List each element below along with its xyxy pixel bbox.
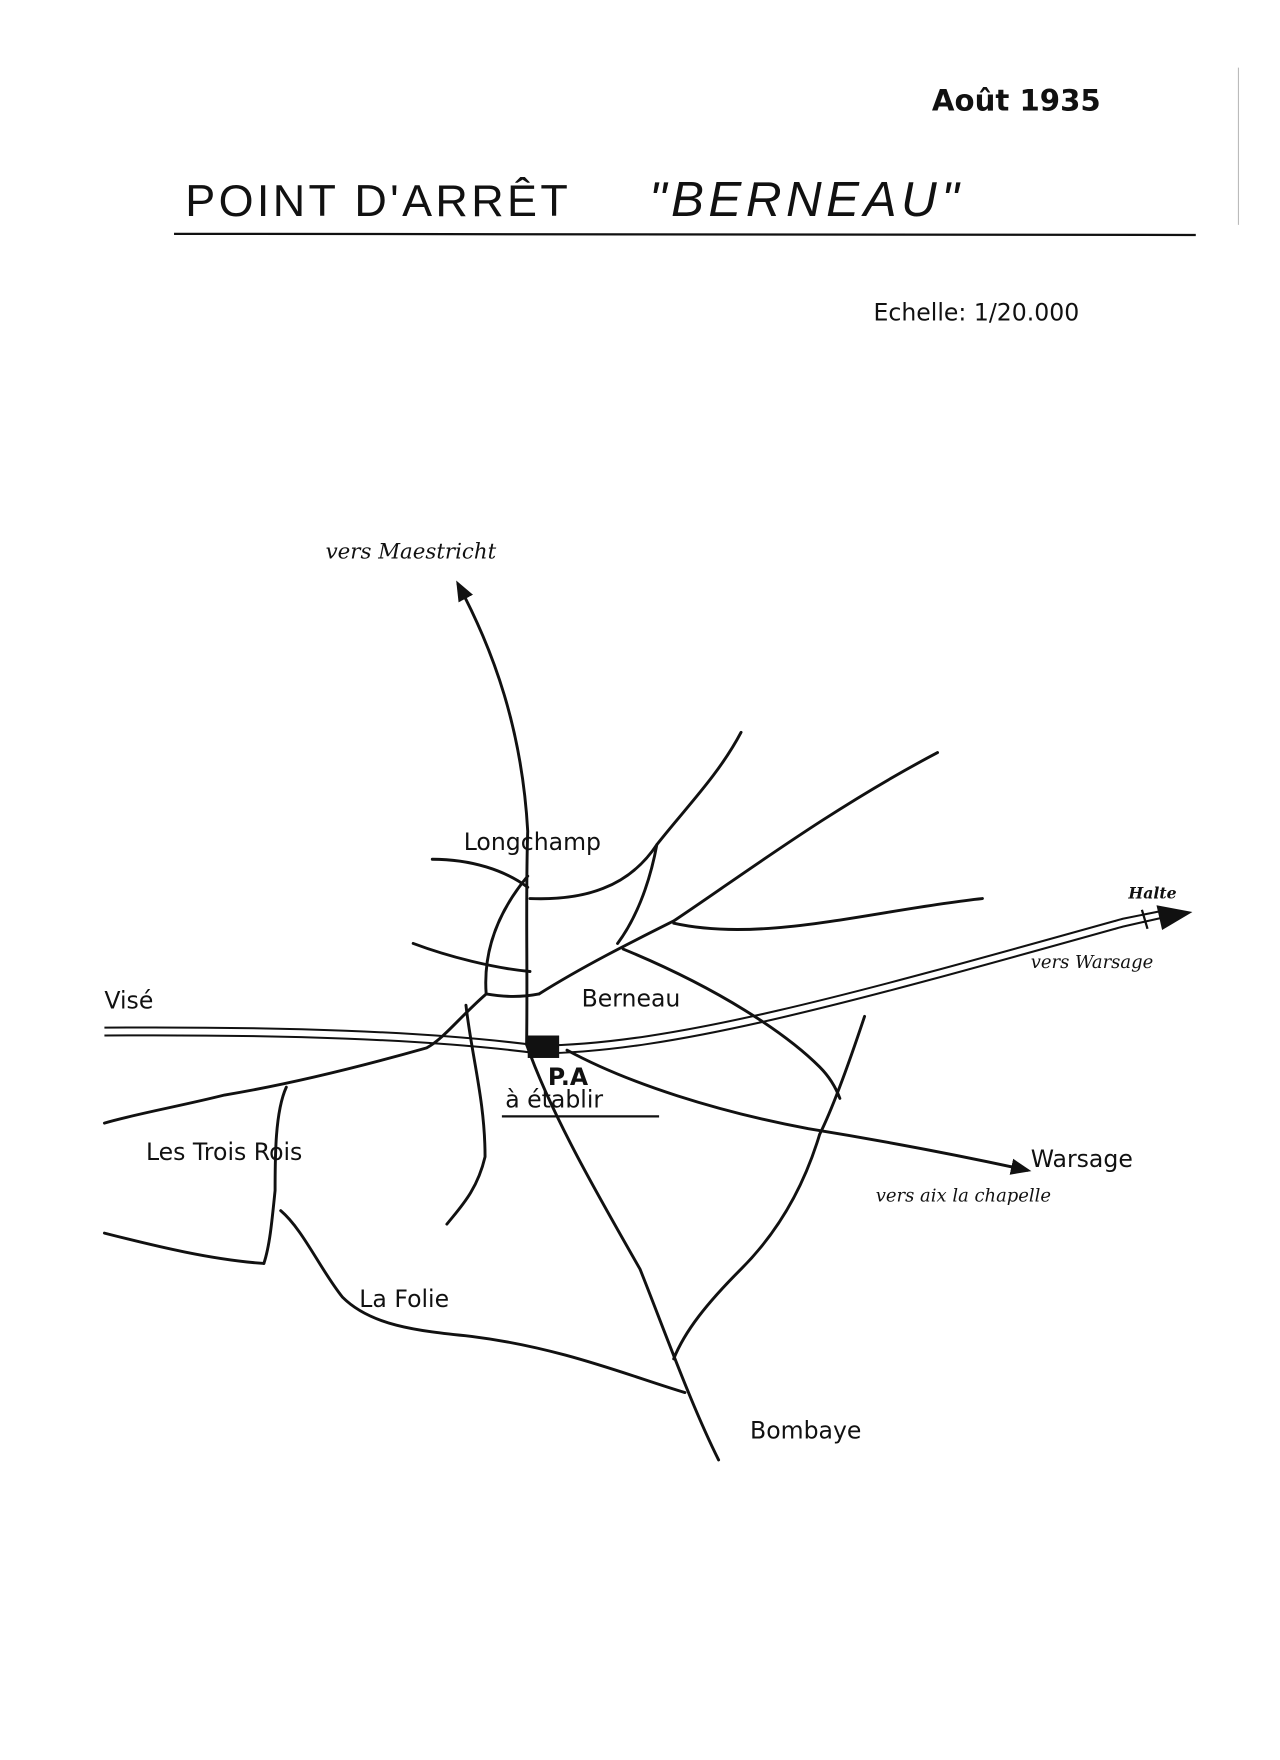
- label-longchamp: Longchamp: [464, 828, 601, 856]
- label-vers-warsage: vers Warsage: [1031, 952, 1153, 973]
- label-berneau: Berneau: [582, 984, 681, 1012]
- label-trois-rois: Les Trois Rois: [146, 1138, 302, 1166]
- halte-arrow-icon: [1156, 905, 1193, 930]
- label-bombaye: Bombaye: [750, 1417, 861, 1445]
- label-pa: P.A: [548, 1063, 589, 1091]
- title-prefix: POINT D'ARRÊT: [185, 175, 571, 226]
- label-warsage: Warsage: [1031, 1145, 1133, 1173]
- railway-line: [104, 905, 1193, 1055]
- scale-label: Echelle: 1/20.000: [874, 298, 1080, 326]
- title-underline: [174, 232, 1196, 237]
- label-vise: Visé: [104, 987, 153, 1015]
- pa-stop-marker: [527, 1035, 560, 1058]
- label-la-folie: La Folie: [359, 1285, 449, 1313]
- label-aix: vers aix la chapelle: [876, 1186, 1051, 1207]
- label-maestricht: vers Maestricht: [326, 539, 497, 564]
- date: Août 1935: [932, 83, 1101, 117]
- roads: [102, 580, 1032, 1462]
- label-halte: Halte: [1127, 884, 1176, 903]
- label-a-etablir: à établir: [505, 1085, 603, 1113]
- title-name: "BERNEAU": [649, 172, 963, 227]
